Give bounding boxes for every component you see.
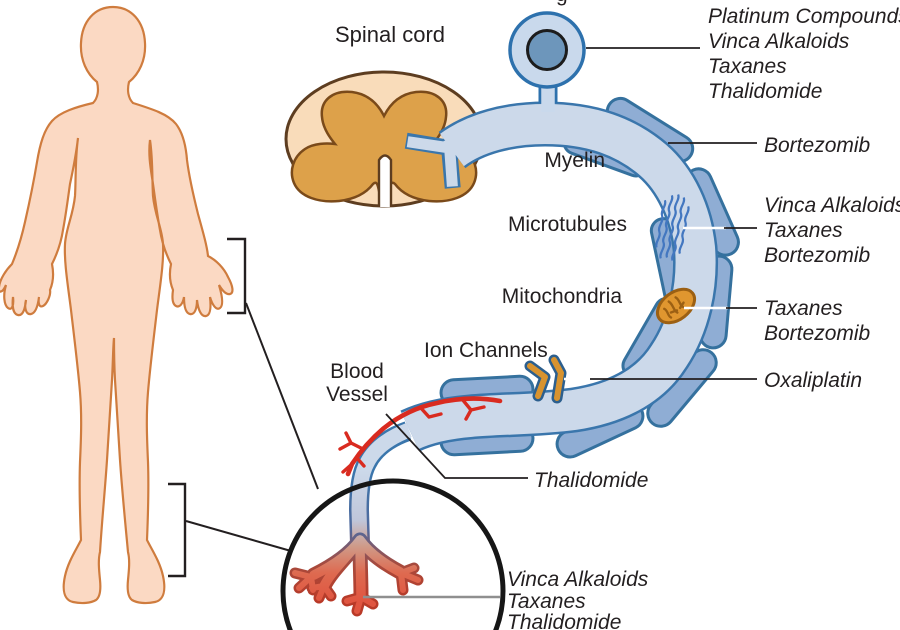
body-outline	[0, 5, 234, 605]
mitochondria-drug-1: Taxanes	[764, 297, 843, 320]
microtubules-label: Microtubules	[508, 213, 627, 236]
blood-vessel-drug-1: Thalidomide	[534, 469, 648, 492]
foot-bracket	[168, 482, 187, 578]
hand-to-circle-line	[245, 302, 319, 490]
axon-branch-fill	[406, 136, 458, 187]
cell-body-drug-3: Taxanes	[708, 55, 787, 78]
blood-vessel-label-line1: Blood	[330, 360, 384, 383]
cell-body-drug-1: Platinum Compounds	[708, 5, 900, 28]
microtubules-icon	[655, 194, 690, 261]
callout-lines	[168, 237, 319, 578]
myelin-label: Myelin	[544, 149, 605, 172]
ion-channel-icons	[524, 354, 567, 404]
blood-vessel-icon	[338, 396, 503, 477]
microtubules-drug-2: Taxanes	[764, 219, 843, 242]
axon-taper-fill	[351, 422, 412, 545]
blood-vessel-label-line2: Vessel	[326, 383, 388, 406]
terminal-fill	[292, 535, 421, 614]
hand-bracket	[227, 237, 247, 315]
nerve-terminal	[289, 532, 424, 617]
myelin-drug-1: Bortezomib	[764, 134, 871, 157]
mitochondria-icon	[655, 287, 697, 325]
ion-channels-drug-1: Oxaliplatin	[764, 369, 862, 392]
foot-to-circle-line	[185, 520, 292, 552]
ion-channels-label: Ion Channels	[424, 339, 548, 362]
nucleus	[526, 29, 568, 71]
pointer-blood-vessel	[385, 413, 528, 479]
nerve-terminal-drug-2: Taxanes	[507, 590, 586, 613]
microtubules-drug-3: Bortezomib	[764, 244, 871, 267]
median-fissure	[377, 154, 393, 207]
drug-annotations: Platinum Compounds Vinca Alkaloids Taxan…	[507, 5, 900, 630]
magnifier-circle	[280, 478, 506, 630]
cropped-top-label: g	[556, 0, 568, 6]
microtubules-drug-1: Vinca Alkaloids	[764, 194, 900, 217]
spinal-cord-label: Spinal cord	[335, 22, 445, 47]
red-left-foot	[0, 462, 226, 604]
mitochondria-drug-2: Bortezomib	[764, 322, 871, 345]
nerve-terminal-drug-3: Thalidomide	[507, 611, 621, 630]
mitochondria-label: Mitochondria	[502, 285, 623, 308]
anatomy-labels: g Spinal cord Myelin Microtubules Mitoch…	[326, 0, 627, 406]
cell-body-drug-2: Vinca Alkaloids	[708, 30, 850, 53]
pointer-lines	[363, 47, 757, 599]
neuron-cell-body	[508, 11, 586, 112]
cell-body-drug-4: Thalidomide	[708, 80, 822, 103]
human-body-silhouette	[0, 5, 234, 605]
ion-channel-fill	[527, 357, 564, 401]
nerve-terminal-drug-1: Vinca Alkaloids	[507, 568, 649, 591]
